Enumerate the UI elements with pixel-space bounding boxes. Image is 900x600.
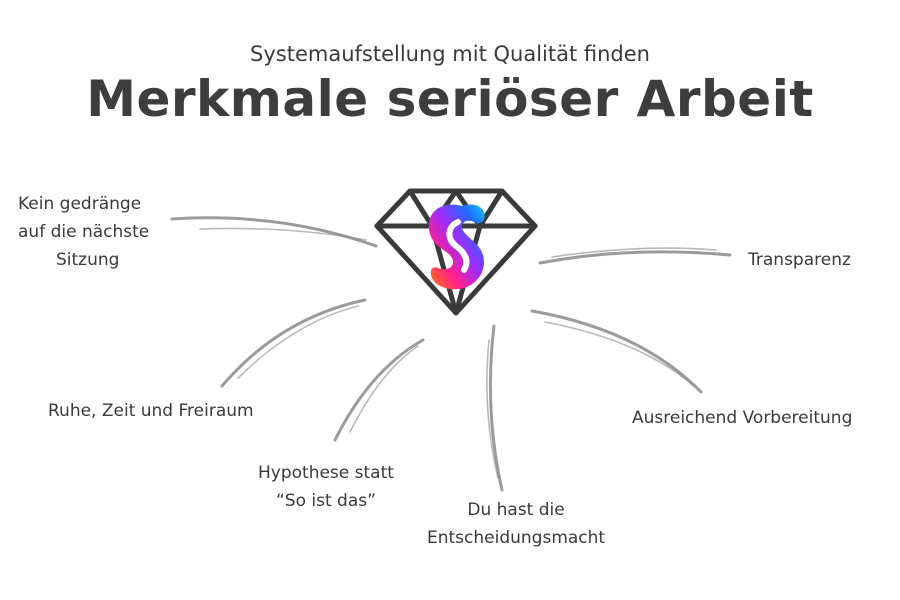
feature-label-5: Ausreichend Vorbereitung [632,408,853,428]
page-title: Merkmale seriöser Arbeit [86,70,814,128]
connector-5 [530,309,703,394]
connector-6 [538,247,732,265]
feature-label-4: Du hast die Entscheidungsmacht [427,500,606,548]
subtitle: Systemaufstellung mit Qualität finden [250,42,650,66]
connector-2 [220,298,367,388]
connector-1 [170,216,378,248]
feature-label-2: Ruhe, Zeit und Freiraum [48,401,254,421]
feature-label-3: Hypothese statt “So ist das” [258,463,394,511]
connector-3 [333,338,425,442]
s-logo [428,204,485,290]
feature-label-6: Transparenz [748,250,851,270]
connector-4 [486,324,504,492]
feature-label-1: Kein gedränge auf die nächste Sitzung [18,194,150,270]
